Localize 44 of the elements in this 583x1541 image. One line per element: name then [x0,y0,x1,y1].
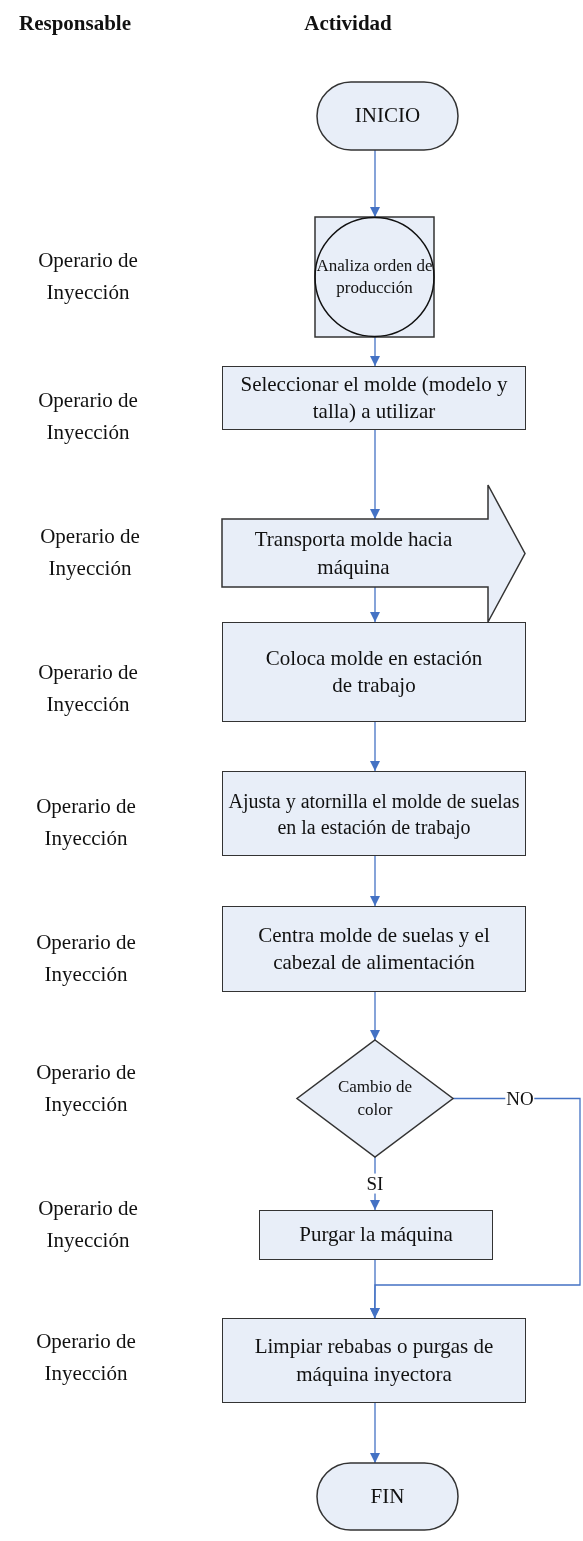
step-text: Ajusta y atornilla el molde de suelas en la estación de trabajo [227,788,521,840]
arrow [370,1259,380,1319]
process-box [259,1210,493,1260]
process-box [222,1318,526,1403]
arrow [370,721,380,772]
responsible-label: Operario de Inyección [35,1059,137,1118]
arrow [370,429,380,520]
step-text: Purgar la máquina [299,1221,453,1249]
responsible-label: Operario de Inyección [35,1328,137,1387]
column-header: Actividad [304,10,392,37]
arrow [370,1402,380,1464]
responsible-label: Operario de Inyección [37,247,139,306]
arrow [369,1097,581,1319]
arrow [370,855,380,907]
column-header: Responsable [19,10,131,37]
transport-arrow-shape [222,485,525,622]
terminal-shape [317,1463,458,1530]
step-text: Coloca molde en estación de trabajo [264,644,484,699]
responsible-label: Operario de Inyección [35,929,137,988]
step-text: INICIO [354,102,421,130]
responsible-label: Operario de Inyección [37,659,139,718]
terminal-shape [317,82,458,150]
edge-label: SI [365,1173,385,1194]
responsible-label: Operario de Inyección [37,387,139,446]
step-text: Seleccionar el molde (modelo y talla) a utilizar [239,370,509,425]
process-box [222,771,526,856]
responsible-label: Operario de Inyección [37,1195,139,1254]
step-text: Limpiar rebabas o purgas de máquina inyectora [253,1333,495,1388]
decision-diamond [297,1040,453,1157]
responsible-label: Operario de Inyección [35,793,137,852]
responsible-label: Operario de Inyección [39,523,141,582]
process-box [222,622,526,722]
step-text: Analiza orden de producción [315,254,434,299]
step-text: FIN [370,1482,405,1510]
process-box [315,217,434,337]
arrow [370,149,380,218]
arrow [370,991,380,1041]
process-box [222,906,526,992]
process-box [222,366,526,430]
arrow [370,336,380,367]
step-text: Cambio de color [336,1076,414,1121]
step-text: Centra molde de suelas y el cabezal de alimentación [257,921,491,976]
arrow [370,586,380,623]
step-text: Transporta molde hacia máquina [253,526,454,581]
